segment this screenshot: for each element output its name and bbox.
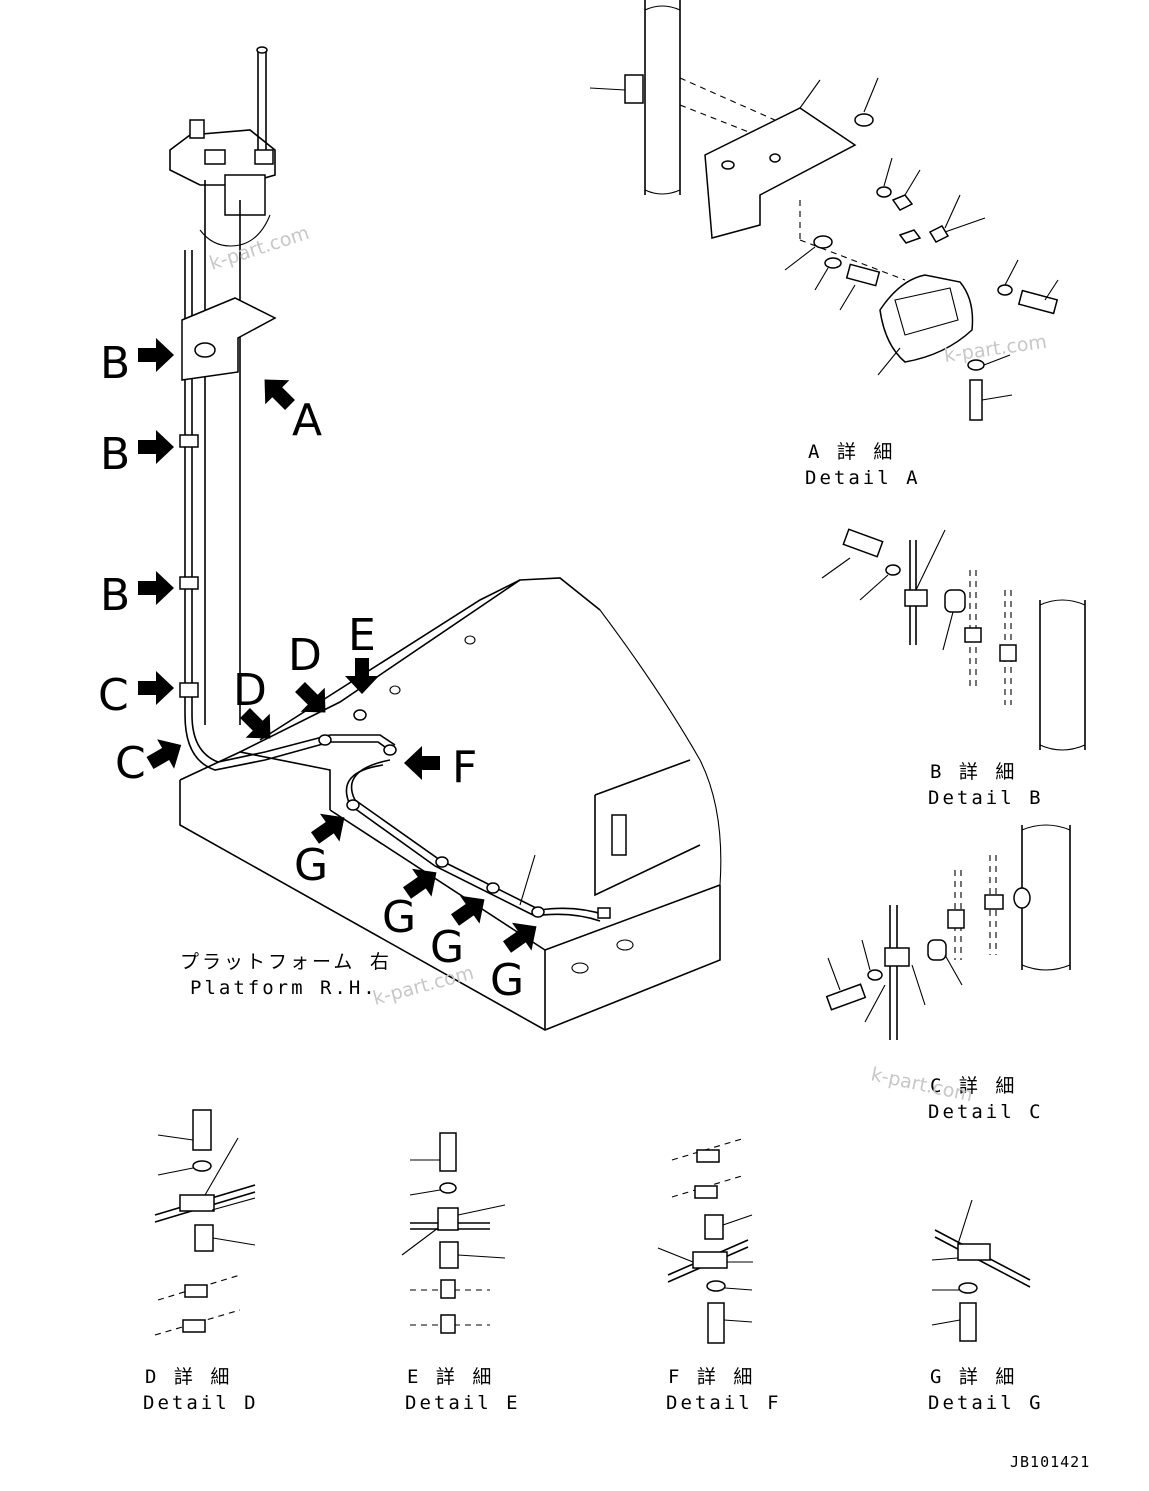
detail-b-caption-en: Detail B [928,787,1044,809]
main-assembly [169,46,722,1031]
clamp-icon [904,589,928,607]
arrow-icon [404,746,440,780]
detail-b-caption-jp: B 詳 細 [930,761,1017,783]
detail-d-caption-jp: D 詳 細 [145,1366,232,1388]
platform-caption-en: Platform R.H. [190,977,378,999]
detail-f: F 詳 細 Detail F [657,1137,782,1414]
callout-b-2: B [100,429,130,480]
detail-a-caption-en: Detail A [805,467,921,489]
clamp-icon [957,1243,991,1261]
arrow-icon [138,671,174,705]
detail-g-caption-jp: G 詳 細 [930,1366,1017,1388]
spacer-icon [439,1241,459,1269]
spacer-icon [704,1214,724,1240]
bolt-icon [959,1302,977,1342]
bolt-icon [439,1132,457,1172]
washer-icon [813,235,833,249]
detail-g-caption-en: Detail G [928,1392,1044,1414]
detail-c-caption-en: Detail C [928,1101,1044,1123]
callout-g-1: G [294,840,328,891]
washer-icon [958,1282,978,1294]
washer-icon [439,1182,457,1194]
watermark-4: k-part.com [869,1063,975,1106]
watermark-1: k-part.com [207,222,312,275]
spacer-icon [194,1224,214,1252]
detail-d: D 詳 細 Detail D [143,1109,259,1414]
callout-b-1: B [100,338,130,389]
detail-c: C 詳 細 Detail C [825,824,1071,1123]
callout-arrows [138,338,547,961]
washer-icon [997,284,1013,296]
detail-f-caption-jp: F 詳 細 [668,1366,755,1388]
washer-icon [867,969,883,981]
washer-icon [854,113,874,127]
drawing-number: JB101421 [1010,1453,1090,1471]
arrow-icon [138,571,174,605]
detail-e: E 詳 細 Detail E [401,1132,521,1414]
detail-c-caption-jp: C 詳 細 [930,1075,1017,1097]
clamp-icon [884,947,910,967]
callout-a: A [292,395,322,446]
callout-g-2: G [382,892,416,943]
detail-a: A 詳 細 Detail A [589,0,1059,489]
arrow-icon [497,912,547,961]
callout-d-2: D [288,630,322,681]
callout-f: F [452,742,477,793]
detail-d-caption-en: Detail D [143,1392,259,1414]
callout-c-1: C [98,670,129,721]
bolt-icon [842,528,884,558]
washer-icon [885,564,901,576]
bolt-icon [192,1109,212,1151]
platform-caption-jp: プラットフォーム 右 [180,951,392,973]
detail-e-caption-en: Detail E [405,1392,521,1414]
washer-icon [824,257,842,269]
clamp-icon [179,1194,215,1212]
clamp-icon [437,1207,459,1231]
arrow-icon [138,338,174,372]
callout-g-4: G [490,955,524,1006]
clamp-icon [692,1251,728,1269]
bolt-icon [1017,289,1059,315]
callout-d-1: D [233,665,267,716]
detail-f-caption-en: Detail F [666,1392,782,1414]
detail-g: G 詳 細 Detail G [928,1199,1044,1414]
bolt-icon [845,263,881,287]
spacer-icon [944,589,966,613]
washer-icon [192,1160,212,1172]
detail-b: B 詳 細 Detail B [821,528,1086,809]
callout-labels: B B B C C A D D E F G G G G [98,338,524,1006]
arrow-icon [138,430,174,464]
callout-g-3: G [430,922,464,973]
callout-b-3: B [100,570,130,621]
bolt-icon [969,379,983,421]
arrow-icon [345,658,379,694]
detail-a-caption-jp: A 詳 細 [808,441,895,463]
callout-c-2: C [115,738,146,789]
detail-e-caption-jp: E 詳 細 [407,1366,494,1388]
bolt-icon [707,1302,725,1344]
arrow-icon [141,730,190,778]
washer-icon [876,186,892,198]
washer-icon [706,1280,726,1292]
callout-e: E [348,610,376,661]
bolt-icon [825,983,867,1011]
spacer-icon [927,939,947,961]
